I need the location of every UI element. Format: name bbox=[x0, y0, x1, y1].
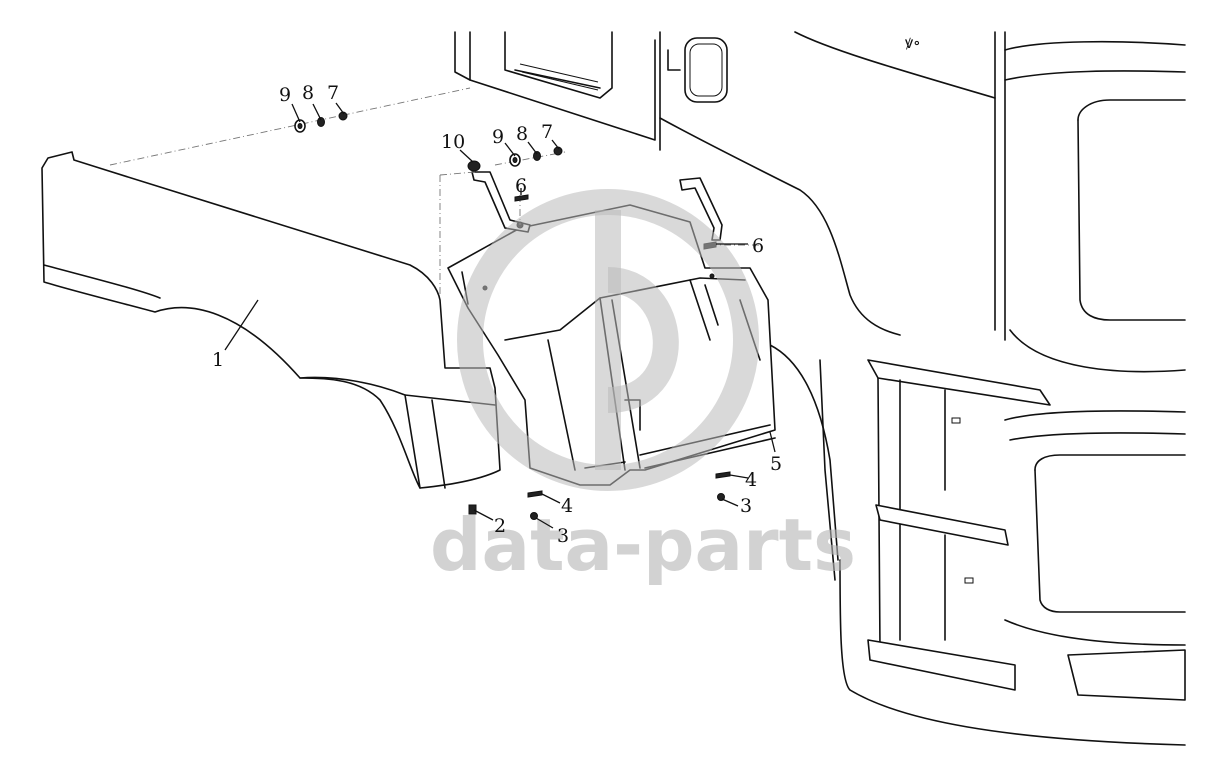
assembly-lines bbox=[109, 87, 760, 295]
callout-6-right: 6 bbox=[752, 235, 764, 257]
callout-3-left: 3 bbox=[557, 525, 569, 547]
callout-8-mid: 8 bbox=[516, 123, 528, 145]
screw-3-left bbox=[530, 512, 538, 520]
callout-2: 2 bbox=[494, 515, 506, 537]
leader-lines bbox=[224, 102, 776, 529]
nut-2 bbox=[468, 504, 477, 515]
bolt-10 bbox=[467, 160, 481, 172]
callout-7-upper: 7 bbox=[327, 82, 339, 104]
cab-body: ꝟ∘ bbox=[454, 31, 1186, 746]
callout-7-mid: 7 bbox=[541, 121, 553, 143]
callout-4-left: 4 bbox=[561, 495, 573, 517]
washer-4-left bbox=[527, 490, 543, 498]
callout-3-right: 3 bbox=[740, 495, 752, 517]
washer-8-mid bbox=[533, 151, 541, 161]
washer-4-right bbox=[715, 471, 731, 479]
callout-8-upper: 8 bbox=[302, 82, 314, 104]
watermark-text: data-parts bbox=[430, 503, 856, 587]
callout-5: 5 bbox=[770, 453, 782, 475]
callout-9-upper: 9 bbox=[279, 84, 291, 106]
watermark: data-parts bbox=[430, 189, 856, 587]
callout-10: 10 bbox=[441, 131, 465, 153]
callouts: 1 2 3 3 4 4 5 6 6 7 7 8 8 9 9 10 bbox=[212, 82, 782, 547]
washer-8-upper bbox=[317, 117, 325, 127]
fender-part-1 bbox=[41, 151, 501, 489]
callout-9-mid: 9 bbox=[492, 126, 504, 148]
cab-logo-mark: ꝟ∘ bbox=[905, 33, 921, 52]
callout-6-left: 6 bbox=[515, 175, 527, 197]
callout-1: 1 bbox=[212, 349, 224, 371]
callout-4-right: 4 bbox=[745, 469, 757, 491]
clip-6-left bbox=[514, 194, 529, 202]
